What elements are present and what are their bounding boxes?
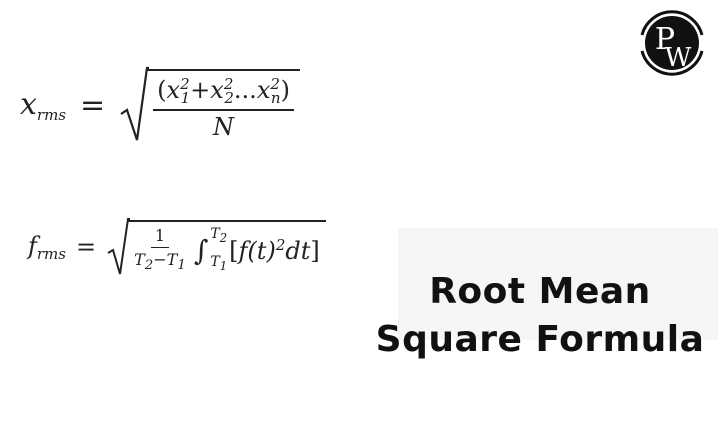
svg-text:W: W — [665, 43, 692, 73]
square-root: 1 T2−T1 ∫ T2 T1 [f(t)2dt] — [106, 217, 326, 277]
title-panel-background — [398, 228, 718, 340]
radical-sign-icon — [120, 66, 150, 141]
equals-sign: = — [80, 87, 106, 123]
radical-sign-icon — [107, 218, 131, 275]
formula1-lhs: xrms — [20, 86, 67, 124]
integral-sign: ∫ — [193, 233, 209, 267]
numerator: (x21+x22...x2n) — [153, 75, 294, 112]
svg-text:P: P — [655, 22, 675, 57]
square-root: (x21+x22...x2n) N — [119, 66, 300, 144]
page-title: Root Mean Square Formula — [370, 268, 710, 364]
pw-logo: P W — [634, 5, 710, 81]
formula-frms: frms = 1 T2−T1 ∫ T2 T1 [f(t)2dt] — [28, 212, 326, 282]
fraction: (x21+x22...x2n) N — [153, 75, 294, 142]
equals-sign: = — [75, 233, 97, 261]
pw-logo-icon: P W — [640, 10, 704, 76]
title-line-2: Square Formula — [375, 319, 705, 360]
denominator: N — [213, 113, 235, 142]
formula2-lhs: frms — [28, 231, 66, 263]
integrand: [f(t)2dt] — [229, 235, 320, 265]
coefficient-fraction: 1 T2−T1 — [134, 226, 186, 274]
title-line-1: Root Mean — [429, 271, 651, 312]
integral-limits: T2 T1 — [210, 226, 228, 273]
formula-xrms: xrms = (x21+x22...x2n) N — [20, 60, 300, 150]
